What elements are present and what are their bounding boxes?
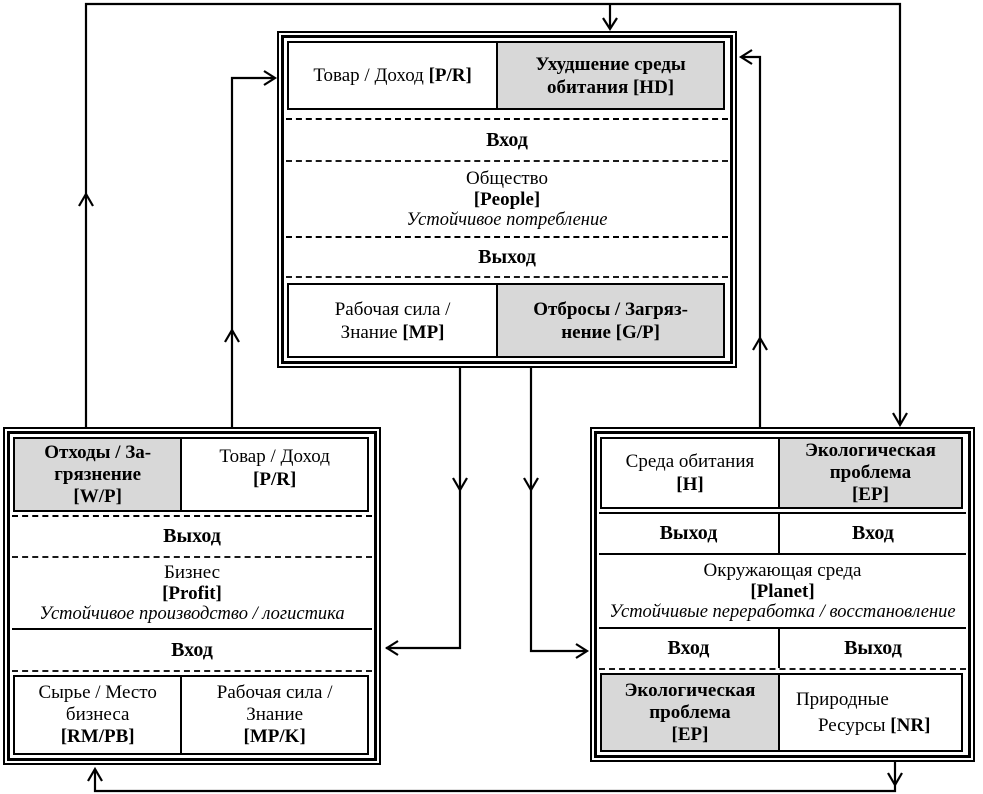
environment-core: Окружающая среда [Planet] Устойчивые пер… <box>599 555 966 627</box>
output-label: Выход <box>599 514 780 553</box>
cell-waste-pollution-wp: Отходы / За- грязнение [W/P] <box>13 437 183 512</box>
input-label: Вход <box>599 629 780 668</box>
cell-label: обитания [HD] <box>547 76 675 98</box>
cell-label: [EP] <box>671 723 709 745</box>
cell-label: Товар / Доход [P/R] <box>313 65 472 86</box>
cell-label: нение [G/P] <box>561 321 660 343</box>
core-code: [People] <box>473 188 541 210</box>
cell-label: Знание [MP] <box>340 321 445 343</box>
output-label: Выход <box>844 637 902 659</box>
environment-bottom-cells: Экологическая проблема [EP] Природные Ре… <box>600 673 965 752</box>
cell-label: бизнеса <box>65 704 130 725</box>
arrow-business-wp-to-rail <box>78 2 908 428</box>
cell-label: Природные <box>795 688 889 710</box>
cell-raw-materials-rmpb: Сырье / Место бизнеса [RM/PB] <box>13 675 183 755</box>
environment-row-in-out: Вход Выход <box>599 627 966 670</box>
society-top-cells: Товар / Доход [P/R] Ухудшение среды обит… <box>287 41 727 110</box>
cell-label: [H] <box>676 474 704 495</box>
environment-row-out-in: Выход Вход <box>599 512 966 555</box>
business-input-row: Вход <box>12 628 372 672</box>
cell-label: Экологическая <box>624 679 756 701</box>
arrow-environment-nr-to-business <box>87 760 903 793</box>
society-core: Общество [People] Устойчивое потребление <box>286 162 728 236</box>
cell-label: Ресурсы [NR] <box>817 714 931 736</box>
arrow-environment-h-to-society <box>738 49 768 427</box>
society-output-row: Выход <box>286 236 728 278</box>
input-label: Вход <box>486 128 528 151</box>
cell-label: Отходы / За- <box>44 441 152 463</box>
cell-label: Знание <box>246 704 304 725</box>
cell-habitat-degradation-hd: Ухудшение среды обитания [HD] <box>496 41 725 110</box>
society-input-row: Вход <box>286 118 728 162</box>
cell-label: Рабочая сила / <box>216 682 333 703</box>
core-code: [Planet] <box>750 580 815 602</box>
cell-product-income-pr: Товар / Доход [P/R] <box>287 41 499 110</box>
cell-label: [MP/K] <box>243 726 306 747</box>
cell-label: Товар / Доход <box>219 446 330 467</box>
cell-habitat-h: Среда обитания [H] <box>600 437 780 509</box>
cell-natural-resources-nr: Природные Ресурсы [NR] <box>777 673 963 752</box>
cell-label: [P/R] <box>253 469 297 490</box>
arrow-society-mp-to-business <box>384 368 468 656</box>
input-label: Вход <box>171 638 213 661</box>
arrow-business-pr-to-society <box>224 70 278 427</box>
cell-product-income-pr: Товар / Доход [P/R] <box>180 437 369 512</box>
cell-ecological-problem-ep-bottom: Экологическая проблема [EP] <box>600 673 780 752</box>
core-subtitle: Устойчивое потребление <box>406 209 608 230</box>
cell-label: грязнение <box>54 463 142 485</box>
core-title: Бизнес <box>163 561 221 583</box>
box-environment: Среда обитания [H] Экологическая проблем… <box>590 427 975 762</box>
cell-garbage-pollution-gp: Отбросы / Загряз- нение [G/P] <box>496 283 725 358</box>
business-output-row: Выход <box>12 515 372 558</box>
business-core: Бизнес [Profit] Устойчивое производство … <box>12 558 372 628</box>
cell-label: Сырье / Место <box>38 682 157 703</box>
environment-top-cells: Среда обитания [H] Экологическая проблем… <box>600 437 965 509</box>
output-label: Выход <box>163 525 221 547</box>
arrow-society-gp-to-environment <box>523 368 590 659</box>
cell-label: Рабочая сила / <box>334 298 451 320</box>
cell-label: проблема <box>829 462 912 483</box>
cell-label: проблема <box>649 701 731 723</box>
core-title: Окружающая среда <box>703 559 862 581</box>
society-bottom-cells: Рабочая сила / Знание [MP] Отбросы / Заг… <box>287 283 727 358</box>
cell-label: [RM/PB] <box>60 726 135 747</box>
core-title: Общество <box>465 167 548 189</box>
input-label: Вход <box>852 522 894 544</box>
cell-manpower-mp: Рабочая сила / Знание [MP] <box>287 283 499 358</box>
cell-label: [EP] <box>851 484 889 505</box>
cell-label: Отбросы / Загряз- <box>533 298 688 320</box>
core-subtitle: Устойчивое производство / логистика <box>39 603 345 624</box>
cell-label: Среда обитания <box>625 451 755 472</box>
core-code: [Profit] <box>162 582 222 604</box>
cell-label: [W/P] <box>73 485 122 507</box>
box-business: Отходы / За- грязнение [W/P] Товар / Дох… <box>3 427 381 765</box>
box-society: Товар / Доход [P/R] Ухудшение среды обит… <box>277 31 737 368</box>
core-subtitle: Устойчивые переработка / восстановление <box>609 601 956 622</box>
cell-label: Ухудшение среды <box>535 53 686 75</box>
business-bottom-cells: Сырье / Место бизнеса [RM/PB] Рабочая си… <box>13 675 371 755</box>
output-label: Выход <box>478 245 536 268</box>
cell-ecological-problem-ep-top: Экологическая проблема [EP] <box>777 437 963 509</box>
cell-manpower-knowledge-mpk: Рабочая сила / Знание [MP/K] <box>180 675 369 755</box>
business-top-cells: Отходы / За- грязнение [W/P] Товар / Дох… <box>13 437 371 512</box>
cell-label: Экологическая <box>805 440 936 461</box>
